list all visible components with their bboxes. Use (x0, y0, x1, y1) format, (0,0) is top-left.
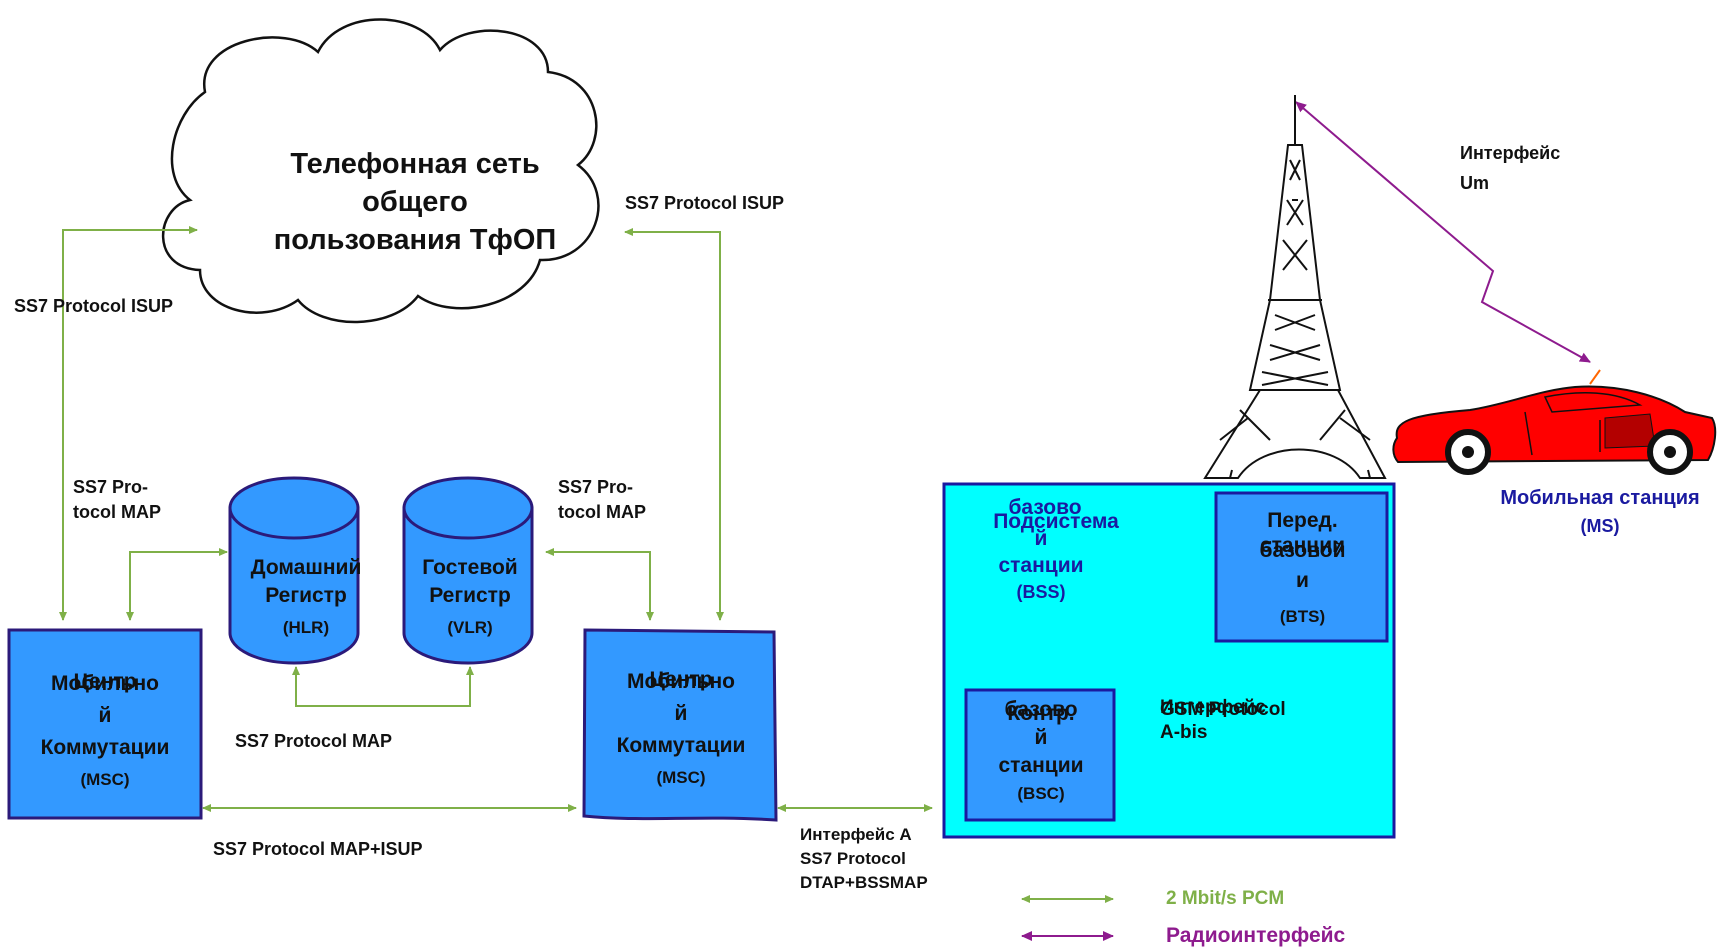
car-icon (1392, 369, 1717, 475)
msc-right-line-1b: Центр (649, 668, 713, 691)
msc-left-box (7, 628, 203, 820)
vlr-line-1: Гостевой (422, 556, 518, 579)
bss-overlap-text: базово (1008, 496, 1082, 519)
vlr-label: Гостевой Регистр (VLR) (410, 554, 530, 642)
pstn-label: Телефонная сеть общего пользования ТфОП (255, 145, 575, 259)
msc-right-label: Мобильно Центр й Коммутации (MSC) (590, 666, 772, 794)
abis-line-1: Интерфейс (1160, 697, 1266, 718)
bsc-box (964, 688, 1116, 822)
bsc-line-3: станции (998, 754, 1084, 777)
isup-left-label: SS7 Protocol ISUP (14, 296, 174, 316)
hlr-abbr: (HLR) (282, 618, 330, 637)
hlr-label: Домашний Регистр (HLR) (236, 554, 376, 642)
pstn-line-2: общего (362, 186, 468, 218)
ms-line-2: (MS) (1580, 516, 1620, 536)
iface-a-label: Интерфейс A SS7 Protocol DTAP+BSSMAP (800, 823, 928, 895)
bts-line-2: базовой (1259, 539, 1346, 562)
msc-right-line-1a: Мобильно (627, 670, 735, 693)
bss-line-2: й (1034, 527, 1048, 550)
map-isup-label: SS7 Protocol MAP+ISUP (213, 839, 423, 859)
bsc-line-2: й (1034, 726, 1048, 749)
tower-icon (1203, 95, 1387, 479)
ms-label: Мобильная станция (MS) (1480, 484, 1720, 540)
hlr-line-1: Домашний (250, 556, 362, 579)
msc-left-line-1b: Центр (73, 670, 137, 693)
bss-label: базово Подсистема й станции (BSS) (966, 496, 1119, 606)
hlr-cylinder (228, 476, 360, 665)
vlr-cylinder (402, 476, 534, 665)
bss-line-1: Подсистема (993, 510, 1119, 533)
isup-right-label: SS7 Protocol ISUP (625, 193, 785, 213)
pstn-line-3: пользования ТфОП (273, 224, 557, 256)
msc-right-line-3: Коммутации (616, 734, 746, 757)
map-left-label: SS7 Pro- tocol MAP (73, 475, 161, 525)
bsc-abbr: (BSC) (1017, 784, 1065, 803)
abis-line-2: A-bis (1160, 722, 1208, 743)
map-bottom-label: SS7 Protocol MAP (235, 731, 393, 751)
link-hlr-vlr (292, 666, 474, 707)
bts-abbr: (BTS) (1279, 607, 1326, 626)
vlr-line-2: Регистр (429, 584, 511, 607)
msc-right-line-2: й (674, 702, 688, 725)
ms-line-1: Мобильная станция (1500, 487, 1700, 509)
um-label: Интерфейс Um (1460, 138, 1560, 198)
legend-radio-label: Радиоинтерфейс (1166, 924, 1346, 947)
um-line-1: Интерфейс (1460, 143, 1561, 163)
bss-line-3: станции (998, 554, 1084, 577)
iface-a-line-2: SS7 Protocol (800, 849, 906, 868)
link-msc-right-pstn (624, 228, 724, 621)
msc-right-abbr: (MSC) (656, 768, 706, 787)
hlr-line-2: Регистр (265, 584, 347, 607)
bts-overlap-text: станции (1259, 534, 1346, 557)
bts-line-1: Перед. (1267, 509, 1338, 532)
legend-pcm-label: 2 Mbit/s PCM (1166, 888, 1285, 909)
pstn-line-1: Телефонная сеть (290, 148, 540, 180)
bsc-line-1: Контр. (1007, 702, 1075, 725)
bsc-label: базово Контр. й станции (BSC) (968, 696, 1114, 808)
msc-left-line-1a: Мобильно (51, 672, 159, 695)
bts-line-3: и (1296, 569, 1309, 592)
iface-a-line-3: DTAP+BSSMAP (800, 873, 928, 892)
map-left-line-1: SS7 Pro- (73, 477, 149, 497)
abis-overlap-text: GSM Protocol (1160, 699, 1286, 720)
map-right-line-2: tocol MAP (558, 502, 646, 522)
radio-links (1021, 101, 1591, 941)
msc-left-abbr: (MSC) (80, 770, 130, 789)
bts-box (1214, 491, 1389, 643)
map-left-line-2: tocol MAP (73, 502, 161, 522)
bss-abbr: (BSS) (1016, 582, 1066, 602)
bsc-overlap-text: базово (1004, 698, 1078, 721)
abis-label: Интерфейс GSM Protocol A-bis (1160, 695, 1286, 745)
link-msc-left-hlr (126, 548, 228, 621)
msc-right-box (582, 628, 778, 822)
map-right-label: SS7 Pro- tocol MAP (558, 475, 646, 525)
msc-left-line-2: й (98, 704, 112, 727)
vlr-abbr: (VLR) (447, 618, 493, 637)
msc-left-line-3: Коммутации (40, 736, 170, 759)
iface-a-line-1: Интерфейс A (800, 825, 912, 844)
um-line-2: Um (1460, 173, 1490, 193)
link-tower-ms (1295, 101, 1591, 363)
msc-left-label: Мобильно Центр й Коммутации (MSC) (14, 668, 196, 796)
map-right-line-1: SS7 Pro- (558, 477, 634, 497)
link-msc-right-vlr (545, 548, 654, 621)
link-msc-left-pstn (59, 226, 198, 621)
bts-label: Перед. станции базовой и (BTS) (1220, 506, 1385, 632)
